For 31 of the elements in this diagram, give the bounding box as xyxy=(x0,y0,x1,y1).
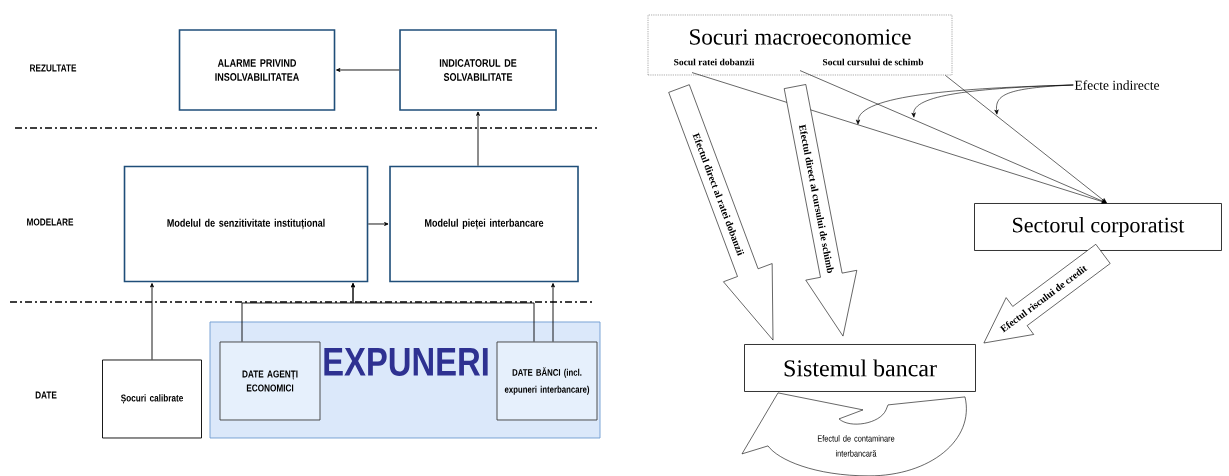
arrow xyxy=(150,283,154,360)
block-arrow xyxy=(668,84,774,341)
arrow xyxy=(799,70,1107,204)
process-box: INDICATORUL DE SOLVABILITATE xyxy=(399,29,557,111)
arrow xyxy=(367,222,389,226)
process-box: Modelul pieței interbancare xyxy=(389,165,579,283)
curved-block-arrow xyxy=(741,392,967,476)
data-box: Șocuri calibrate xyxy=(102,359,202,439)
shock-label: Socul ratei dobanzii xyxy=(674,58,755,66)
arrow xyxy=(351,283,535,342)
sector-box: Sectorul corporatist xyxy=(974,203,1222,251)
block-arrow xyxy=(983,244,1111,344)
arrow xyxy=(476,111,480,167)
annotation-text: Efecte indirecte xyxy=(1074,80,1160,90)
edge-label: Efectul direct al cursului de schimb xyxy=(798,124,834,273)
block-arrow xyxy=(783,84,858,337)
arrow xyxy=(945,75,1107,203)
row-label: REZULTATE xyxy=(30,64,77,72)
arrow xyxy=(551,283,555,342)
sector-box: Sistemul bancar xyxy=(744,344,976,392)
edge-label: Efectul de contaminare interbancară xyxy=(817,435,895,457)
row-label: DATE xyxy=(35,391,57,399)
data-box: DATE BĂNCI (incl. expuneri interbancare) xyxy=(496,341,598,421)
process-box: ALARME PRIVIND INSOLVABILITATEA xyxy=(178,29,336,111)
process-box: Modelul de senzitivitate instituțional xyxy=(123,165,369,283)
row-label: MODELARE xyxy=(27,218,74,226)
data-box: DATE AGENȚI ECONOMICI xyxy=(219,341,321,421)
leader-arrow xyxy=(994,84,1074,115)
arrow xyxy=(336,68,400,72)
arrow xyxy=(691,72,1107,204)
shock-label: Socul cursului de schimb xyxy=(822,58,924,66)
